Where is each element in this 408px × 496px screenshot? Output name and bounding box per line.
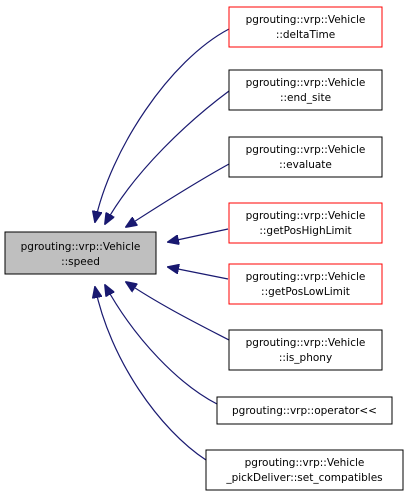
node-end_site-line2: ::end_site bbox=[280, 92, 331, 104]
node-is_phony-box bbox=[228, 329, 383, 371]
node-getPosLowLimit-line1: pgrouting::vrp::Vehicle bbox=[246, 271, 366, 283]
node-deltaTime-box bbox=[228, 6, 383, 48]
node-end_site[interactable]: pgrouting::vrp::Vehicle ::end_site bbox=[228, 69, 383, 111]
node-is_phony[interactable]: pgrouting::vrp::Vehicle ::is_phony bbox=[228, 329, 383, 371]
edges bbox=[95, 28, 230, 461]
edge-is_phony bbox=[126, 282, 230, 341]
node-evaluate-line1: pgrouting::vrp::Vehicle bbox=[246, 144, 366, 156]
node-operator[interactable]: pgrouting::vrp::operator<< bbox=[216, 396, 393, 425]
node-is_phony-line2: ::is_phony bbox=[279, 352, 332, 364]
edge-operator bbox=[105, 285, 218, 405]
node-deltaTime-line2: ::deltaTime bbox=[276, 29, 335, 41]
node-getPosLowLimit-line2: ::getPosLowLimit bbox=[261, 286, 350, 298]
edge-set_compatibles bbox=[95, 287, 207, 461]
node-root-box bbox=[4, 231, 157, 275]
node-evaluate-line2: ::evaluate bbox=[279, 159, 332, 171]
node-getPosHighLimit-line1: pgrouting::vrp::Vehicle bbox=[246, 210, 366, 222]
node-operator-line1: pgrouting::vrp::operator<< bbox=[232, 405, 377, 417]
node-set_compatibles-line1: pgrouting::vrp::Vehicle bbox=[245, 457, 365, 469]
node-root-line2: ::speed bbox=[61, 256, 100, 268]
node-getPosHighLimit-line2: ::getPosHighLimit bbox=[259, 225, 351, 237]
node-root-line1: pgrouting::vrp::Vehicle bbox=[21, 241, 141, 253]
node-set_compatibles-line2: _pickDeliver::set_compatibles bbox=[225, 472, 382, 484]
edge-end_site bbox=[105, 90, 230, 224]
node-end_site-line1: pgrouting::vrp::Vehicle bbox=[246, 77, 366, 89]
edge-getPosHighLimit bbox=[168, 228, 229, 242]
nodes: pgrouting::vrp::Vehicle ::speed pgroutin… bbox=[4, 6, 404, 491]
node-getPosLowLimit-box bbox=[228, 263, 383, 305]
node-root-speed[interactable]: pgrouting::vrp::Vehicle ::speed bbox=[4, 231, 157, 275]
edge-deltaTime bbox=[95, 28, 230, 222]
node-is_phony-line1: pgrouting::vrp::Vehicle bbox=[246, 337, 366, 349]
edge-evaluate bbox=[126, 163, 230, 227]
edge-getPosLowLimit bbox=[168, 267, 229, 280]
node-set_compatibles-box bbox=[205, 449, 404, 491]
node-operator-box bbox=[216, 396, 393, 425]
node-deltaTime[interactable]: pgrouting::vrp::Vehicle ::deltaTime bbox=[228, 6, 383, 48]
node-end_site-box bbox=[228, 69, 383, 111]
node-getPosHighLimit[interactable]: pgrouting::vrp::Vehicle ::getPosHighLimi… bbox=[228, 202, 383, 244]
node-set_compatibles[interactable]: pgrouting::vrp::Vehicle _pickDeliver::se… bbox=[205, 449, 404, 491]
node-evaluate-box bbox=[228, 136, 383, 178]
node-getPosLowLimit[interactable]: pgrouting::vrp::Vehicle ::getPosLowLimit bbox=[228, 263, 383, 305]
node-deltaTime-line1: pgrouting::vrp::Vehicle bbox=[246, 14, 366, 26]
node-getPosHighLimit-box bbox=[228, 202, 383, 244]
node-evaluate[interactable]: pgrouting::vrp::Vehicle ::evaluate bbox=[228, 136, 383, 178]
